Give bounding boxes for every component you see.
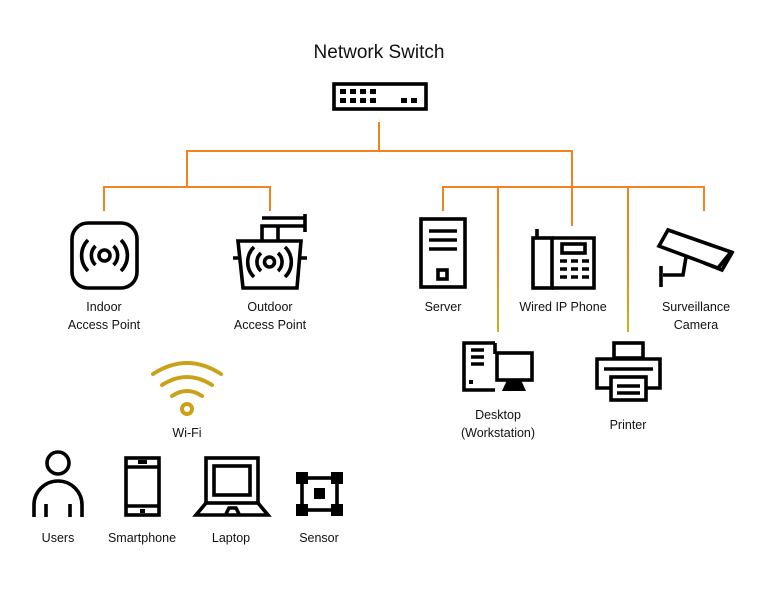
user-icon — [32, 450, 84, 517]
label-line: Server — [424, 300, 462, 314]
laptop-icon — [192, 456, 272, 517]
outdoor-access-point-icon — [233, 214, 307, 290]
wifi-label: Wi-Fi — [172, 424, 201, 442]
label-line: Surveillance — [661, 300, 731, 314]
connector-lines — [103, 122, 705, 332]
label-line: (Workstation) — [460, 426, 536, 440]
diagram-title: Network Switch — [313, 42, 445, 63]
label-line: Sensor — [299, 531, 339, 545]
ip-phone-icon — [531, 229, 596, 290]
label-line: Outdoor — [247, 300, 293, 314]
label-line: Printer — [609, 418, 647, 432]
desktop-icon — [462, 341, 534, 392]
label-line: Wi-Fi — [172, 426, 202, 440]
smartphone-label: Smartphone — [108, 529, 176, 547]
indoor-access-point-icon — [70, 221, 139, 290]
desktop-label: Desktop (Workstation) — [461, 406, 535, 442]
label-line: Access Point — [233, 318, 307, 332]
link-desktop — [497, 186, 499, 332]
network-switch-icon — [332, 82, 428, 111]
server-label: Server — [425, 298, 462, 316]
wired-ip-phone-label: Wired IP Phone — [519, 298, 606, 316]
label-line: Users — [41, 531, 75, 545]
surveillance-camera-label: Surveillance Camera — [662, 298, 730, 334]
link-printer — [627, 186, 629, 332]
label-line: Smartphone — [107, 531, 177, 545]
label-line: Access Point — [67, 318, 141, 332]
smartphone-icon — [124, 456, 161, 517]
sensor-label: Sensor — [299, 529, 339, 547]
laptop-label: Laptop — [212, 529, 250, 547]
printer-icon — [595, 341, 662, 402]
surveillance-camera-icon — [656, 227, 735, 287]
label-line: Laptop — [211, 531, 251, 545]
label-line: Wired IP Phone — [519, 300, 607, 314]
label-line: Indoor — [86, 300, 122, 314]
sensor-icon — [296, 472, 343, 516]
server-icon — [419, 217, 467, 289]
indoor-access-point-label: Indoor Access Point — [68, 298, 140, 334]
label-line: Desktop — [475, 408, 521, 422]
wifi-icon — [151, 361, 223, 416]
users-label: Users — [42, 529, 75, 547]
label-line: Camera — [673, 318, 719, 332]
outdoor-access-point-label: Outdoor Access Point — [234, 298, 306, 334]
printer-label: Printer — [610, 416, 647, 434]
